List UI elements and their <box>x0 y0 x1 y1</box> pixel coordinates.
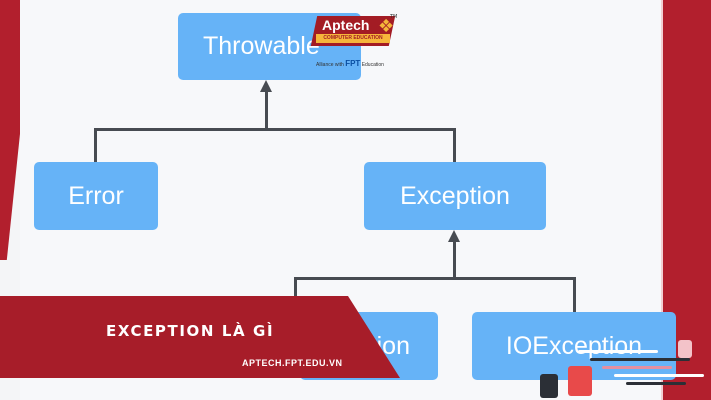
connector-ioexception-stem <box>573 277 576 313</box>
logo-alliance: Alliance with FPT Education <box>316 59 384 68</box>
connector-bottom-bar <box>294 277 576 280</box>
connector-exception-stem <box>453 128 456 162</box>
banner-title: EXCEPTION LÀ GÌ <box>106 322 275 340</box>
logo-trademark: TM <box>390 14 398 20</box>
node-error-label: Error <box>68 181 124 210</box>
title-banner <box>0 296 400 378</box>
code-line <box>602 366 672 369</box>
logo-alliance-brand: FPT <box>345 59 361 68</box>
logo-brand: Aptech <box>322 17 370 33</box>
logo-tagline: COMPUTER EDUCATION <box>316 34 390 43</box>
connector-throwable-stem <box>265 90 268 130</box>
node-exception-label: Exception <box>400 181 510 210</box>
connector-exception-child-stem <box>453 240 456 280</box>
aptech-logo: Aptech ❖ TM COMPUTER EDUCATION Alliance … <box>310 14 414 70</box>
banner-url: APTECH.FPT.EDU.VN <box>242 358 343 368</box>
code-line <box>626 382 686 385</box>
node-error: Error <box>34 162 158 230</box>
file-icon <box>678 340 692 358</box>
code-line <box>614 374 704 377</box>
html-file-icon <box>540 374 558 398</box>
connector-runtime-stem <box>294 277 297 313</box>
node-exception: Exception <box>364 162 546 230</box>
css-file-icon <box>568 366 592 396</box>
connector-error-stem <box>94 128 97 162</box>
connector-top-bar <box>94 128 456 131</box>
paw-icon: ❖ <box>378 16 395 37</box>
logo-alliance-suffix: Education <box>361 62 384 68</box>
node-ioexception-label: IOException <box>505 331 643 360</box>
node-throwable-label: Throwable <box>203 32 320 60</box>
code-lines-illustration <box>530 330 711 400</box>
code-line <box>578 350 658 353</box>
arrowhead-exception <box>448 230 460 242</box>
logo-alliance-prefix: Alliance with <box>316 62 344 68</box>
code-line <box>590 358 690 361</box>
arrowhead-throwable <box>260 80 272 92</box>
